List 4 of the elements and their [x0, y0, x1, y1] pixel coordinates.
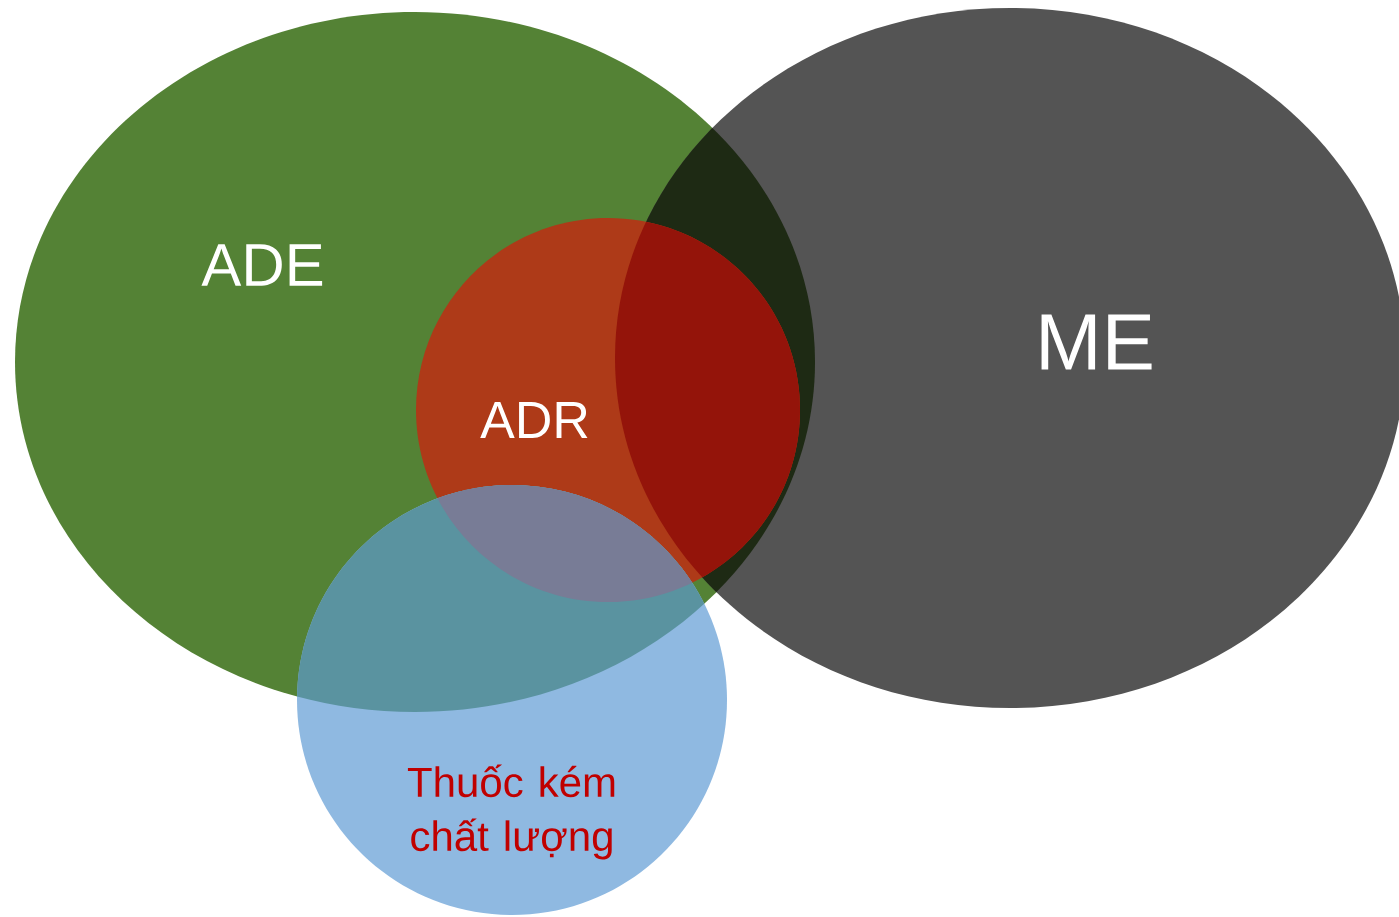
set-label: ME	[1041, 314, 1152, 370]
set-label: ADE	[201, 244, 323, 286]
set-label: Thuốc kém chất lượng	[407, 764, 615, 860]
set-label: ADR	[480, 402, 588, 438]
